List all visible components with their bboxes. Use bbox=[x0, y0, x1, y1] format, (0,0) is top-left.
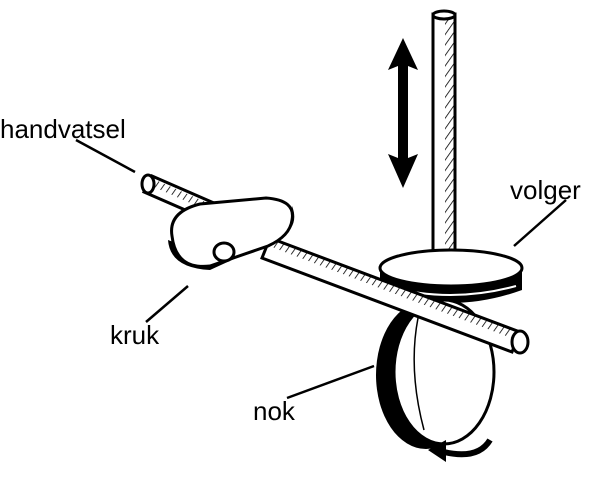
crank-plate bbox=[168, 196, 295, 270]
handle-label: handvatsel bbox=[0, 114, 126, 144]
cam-shaft bbox=[260, 236, 530, 355]
cam-label: nok bbox=[253, 396, 295, 426]
follower-rod bbox=[431, 9, 457, 274]
follower-label: volger bbox=[510, 175, 581, 205]
handle-leader-line bbox=[75, 138, 136, 174]
crank-leader-line bbox=[145, 285, 189, 323]
curved-rotation-arrow-icon bbox=[428, 438, 493, 462]
cam-leader-line bbox=[286, 364, 375, 400]
crank-label: kruk bbox=[110, 320, 160, 350]
double-headed-vertical-arrow-icon bbox=[388, 38, 418, 188]
follower-leader-line bbox=[513, 199, 567, 247]
